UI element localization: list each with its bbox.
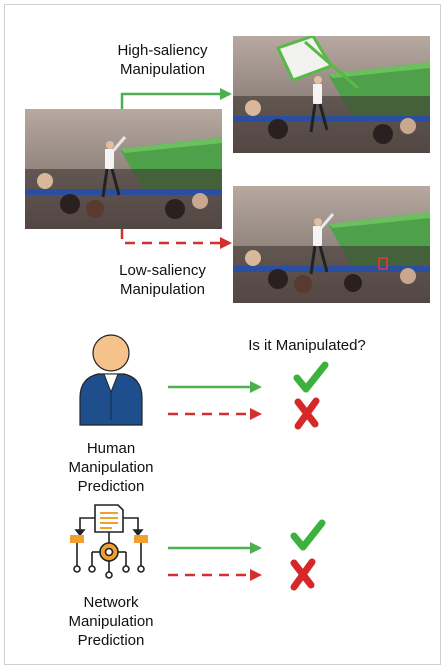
network-red-dashed-arrow	[168, 569, 262, 581]
network-line-2: Manipulation	[68, 613, 154, 630]
network-line-3: Prediction	[77, 632, 145, 649]
red-cross-icon	[290, 558, 316, 591]
high-saliency-manipulated-photo	[233, 36, 430, 153]
human-line-1: Human	[86, 440, 136, 457]
network-document-gear-icon	[70, 504, 148, 579]
human-line-3: Prediction	[77, 478, 145, 495]
low-saliency-line-1: Low-saliency	[119, 262, 206, 279]
person-icon	[79, 334, 143, 426]
human-line-2: Manipulation	[68, 459, 154, 476]
original-stadium-photo	[25, 109, 222, 229]
high-saliency-line-1: High-saliency	[117, 42, 208, 59]
network-label: Network Manipulation Prediction	[52, 593, 170, 650]
red-cross-icon	[294, 397, 320, 430]
human-red-dashed-arrow	[168, 408, 262, 420]
low-saliency-manipulated-photo	[233, 186, 430, 303]
low-saliency-label: Low-saliency Manipulation	[100, 261, 225, 299]
green-check-icon	[290, 519, 326, 551]
high-saliency-label: High-saliency Manipulation	[100, 41, 225, 79]
low-saliency-line-2: Manipulation	[119, 281, 206, 298]
network-line-1: Network	[83, 594, 139, 611]
figure-frame	[4, 4, 441, 665]
red-dashed-arrow	[120, 229, 232, 249]
network-green-arrow	[168, 542, 262, 554]
question-label: Is it Manipulated?	[248, 337, 366, 354]
human-green-arrow	[168, 381, 262, 393]
human-label: Human Manipulation Prediction	[52, 439, 170, 496]
tampered-region-box	[378, 257, 388, 270]
green-check-icon	[293, 361, 329, 393]
green-solid-arrow	[120, 88, 232, 109]
high-saliency-line-2: Manipulation	[119, 61, 206, 78]
